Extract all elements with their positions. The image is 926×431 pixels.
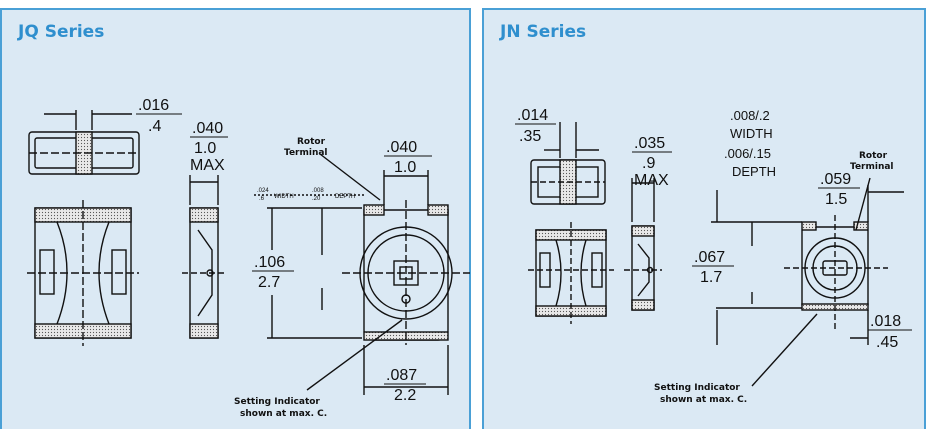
jn-wd-1: .008/.2	[730, 108, 770, 123]
jn-setting-label-2: shown at max. C.	[660, 395, 747, 405]
jq-dim2-mid: 1.0	[194, 140, 216, 157]
jq-rotor-label-1: Rotor	[297, 137, 326, 147]
jq-top-view	[28, 131, 140, 175]
jq-setting-label-1: Setting Indicator	[234, 397, 320, 407]
jn-dim3-bot: 1.5	[825, 191, 847, 208]
jq-dim1-top: .016	[138, 97, 169, 114]
jq-width-bot: .6	[259, 196, 265, 202]
jq-setting-label-2: shown at max. C.	[240, 409, 327, 419]
jq-depth-bot: .20	[312, 196, 321, 202]
jq-series-panel: JQ Series	[0, 8, 471, 429]
jq-dim4-top: .106	[254, 254, 285, 271]
jq-width-label: WIDTH	[274, 194, 294, 200]
jq-rotor-view	[342, 200, 470, 345]
jq-drawing: .016 .4 .040 1.0 MAX .040 1.0 .106 2.7 .…	[27, 97, 470, 419]
jq-dim1-bot: .4	[148, 118, 161, 135]
jn-series-title: JN Series	[500, 22, 587, 42]
jq-dim3-top: .040	[386, 139, 417, 156]
jn-front-view	[528, 222, 614, 324]
jn-drawing: .014 .35 .035 .9 MAX .008/.2 WIDTH .006/…	[515, 107, 912, 405]
jn-rotor-view	[784, 215, 888, 330]
jq-series-title: JQ Series	[18, 22, 105, 42]
jq-dim2-top: .040	[192, 120, 223, 137]
jn-rotor-label-2: Terminal	[850, 162, 894, 172]
jq-width-top: .024	[257, 188, 269, 194]
jq-dim2-bot: MAX	[190, 157, 225, 174]
jq-front-view	[27, 200, 139, 346]
jn-dim4-top: .067	[694, 249, 725, 266]
jn-dim2-bot: MAX	[634, 172, 669, 189]
jn-wd-3: .006/.15	[724, 146, 771, 161]
jn-top-view	[530, 159, 606, 205]
jn-dim5-top: .018	[870, 313, 901, 330]
jn-dim2-mid: .9	[642, 155, 655, 172]
jq-depth-top: .008	[312, 188, 324, 194]
jn-side-view	[624, 225, 662, 311]
jn-dim4-bot: 1.7	[700, 269, 722, 286]
jn-series-panel: JN Series	[482, 8, 926, 429]
jn-dim1-top: .014	[517, 107, 548, 124]
jn-rotor-label-1: Rotor	[859, 151, 888, 161]
jn-dim1-bot: .35	[519, 128, 541, 145]
jn-wd-4: DEPTH	[732, 164, 776, 179]
jq-dim5-bot: 2.2	[394, 387, 416, 404]
jq-dim3-bot: 1.0	[394, 159, 416, 176]
jq-dim4-bot: 2.7	[258, 274, 280, 291]
jn-dim3-top: .059	[820, 171, 851, 188]
jq-rotor-label-2: Terminal	[284, 148, 328, 158]
jn-dim2-top: .035	[634, 135, 665, 152]
jn-wd-2: WIDTH	[730, 126, 773, 141]
jq-depth-label: DEPTH	[335, 194, 355, 200]
jq-side-view	[182, 207, 224, 339]
jn-dim5-bot: .45	[876, 334, 898, 351]
jq-dim5-top: .087	[386, 367, 417, 384]
jn-setting-label-1: Setting Indicator	[654, 383, 740, 393]
